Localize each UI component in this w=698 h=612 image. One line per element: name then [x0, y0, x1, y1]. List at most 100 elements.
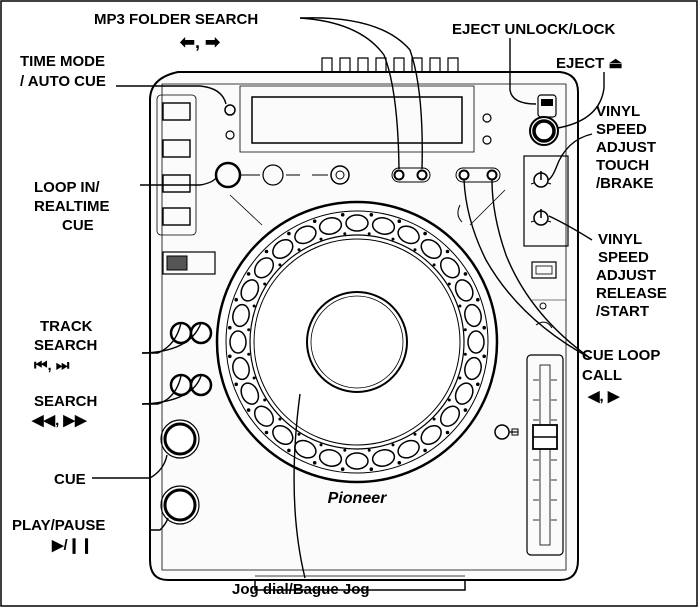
jog-ring-dot: [234, 382, 238, 387]
jog-ring-dot: [264, 249, 269, 254]
jog-ring-dot: [369, 467, 374, 472]
jog-ring-lights: [228, 213, 487, 472]
vinyl-knob-panel: [523, 155, 569, 247]
left-button-2[interactable]: [162, 139, 191, 158]
label-search-1: SEARCH: [34, 393, 97, 410]
jog-ring-dot: [423, 231, 427, 236]
label-loop-in-1: LOOP IN/: [34, 179, 100, 196]
cue-button-bezel: [160, 419, 200, 459]
jog-center-disc: [306, 291, 408, 393]
jog-ring-light: [229, 330, 247, 354]
jog-ring-dot: [278, 263, 282, 267]
jog-ring-dot: [476, 382, 480, 387]
jog-ring-dot: [369, 213, 374, 217]
label-eject-unlock-lock: EJECT UNLOCK/LOCK: [452, 21, 616, 38]
label-vinyl-touch-4: TOUCH: [596, 157, 649, 174]
jog-ring-dot: [463, 328, 467, 332]
left-switch[interactable]: [166, 255, 188, 271]
display-led-left: [225, 130, 235, 140]
jog-ring-dot: [413, 248, 417, 252]
jog-ring-light: [318, 449, 343, 467]
jog-ring-light: [232, 356, 250, 381]
play-button-bezel: [160, 485, 200, 525]
reloop-button[interactable]: [330, 165, 350, 185]
label-cue-loop-3: ◀, ▶: [587, 388, 621, 405]
jog-ring-light: [272, 424, 294, 446]
jog-ring-light: [454, 382, 474, 405]
jog-ring-dot: [423, 448, 427, 453]
cue-loop-call-back-button[interactable]: [458, 169, 470, 181]
jog-ring-light: [397, 439, 420, 459]
jog-ring-dot: [432, 263, 436, 267]
left-button-4[interactable]: [162, 207, 191, 226]
jog-ring-light: [371, 217, 396, 235]
release-start-knob[interactable]: [530, 209, 552, 226]
jog-ring-dot: [319, 443, 323, 447]
jog-ring-light: [253, 257, 275, 279]
jog-ring-dot: [458, 376, 462, 380]
jog-dial[interactable]: [215, 200, 499, 484]
jog-ring-light: [253, 405, 275, 427]
label-track-search-1: TRACK: [40, 318, 93, 335]
jog-ring-dot: [297, 248, 301, 252]
jog-ring-light: [397, 225, 420, 245]
display-window: [251, 96, 463, 144]
jog-ring-dot: [482, 325, 487, 330]
label-vinyl-release-5: /START: [596, 303, 649, 320]
left-button-3[interactable]: [162, 174, 191, 193]
folder-search-forward-button[interactable]: [416, 169, 428, 181]
right-mark: [457, 204, 463, 223]
jog-ring-dot: [367, 448, 371, 452]
disc-slot: [254, 580, 466, 591]
jog-ring-dot: [445, 249, 450, 254]
label-vinyl-touch-5: /BRAKE: [596, 175, 654, 192]
jog-ring-dot: [234, 297, 238, 302]
cue-loop-call-forward-button[interactable]: [486, 169, 498, 181]
label-track-search-2: SEARCH: [34, 337, 97, 354]
label-vinyl-touch-3: ADJUST: [596, 139, 656, 156]
label-play-pause-2: ▶/❙❙: [51, 537, 93, 554]
display-led-right-2: [482, 135, 492, 145]
jog-ring-dot: [312, 461, 317, 465]
jog-ring-dot: [391, 237, 395, 241]
jog-ring-dot: [252, 304, 256, 308]
jog-ring-light: [439, 257, 461, 279]
jog-ring-dot: [319, 237, 323, 241]
jog-ring-dot: [263, 282, 267, 286]
loop-out-button[interactable]: [262, 164, 284, 186]
label-loop-in-2: REALTIME: [34, 198, 110, 215]
inner-bezel: [161, 83, 567, 571]
jog-ring-dot: [228, 325, 232, 330]
tempo-slider-track: [526, 354, 564, 556]
play-pause-button[interactable]: [163, 488, 197, 522]
jog-ring-light: [294, 225, 317, 245]
jog-ring-dot: [397, 219, 402, 223]
jog-ring-dot: [447, 282, 451, 286]
jog-ring-light: [371, 449, 396, 467]
jog-ring-light: [464, 356, 482, 381]
jog-ring-dot: [413, 432, 417, 436]
jog-ring-light: [420, 238, 442, 260]
cue-button[interactable]: [163, 422, 197, 456]
jog-ring-dot: [228, 354, 232, 359]
jog-ring-dot: [287, 448, 291, 453]
jog-ring-light: [240, 382, 260, 405]
jog-ring-light: [272, 238, 294, 260]
label-time-mode-2: / AUTO CUE: [20, 73, 106, 90]
jog-ring-light: [318, 217, 343, 235]
label-eject: EJECT ⏏: [556, 55, 623, 72]
jog-ring-dot: [297, 432, 301, 436]
left-button-1[interactable]: [162, 102, 191, 121]
folder-search-back-button[interactable]: [393, 169, 405, 181]
eject-button[interactable]: [532, 119, 556, 143]
eject-button-ring: [529, 116, 559, 146]
jog-ring-dot: [264, 430, 269, 435]
jog-ring-dot: [247, 328, 251, 332]
jog-ring-light: [464, 303, 482, 328]
master-tempo-button[interactable]: [494, 424, 519, 440]
label-time-mode-1: TIME MODE: [20, 53, 105, 70]
jog-ring-dot: [463, 408, 468, 412]
time-mode-button[interactable]: [224, 104, 236, 116]
label-mp3-folder-arrows: ⬅, ➡: [179, 32, 221, 52]
